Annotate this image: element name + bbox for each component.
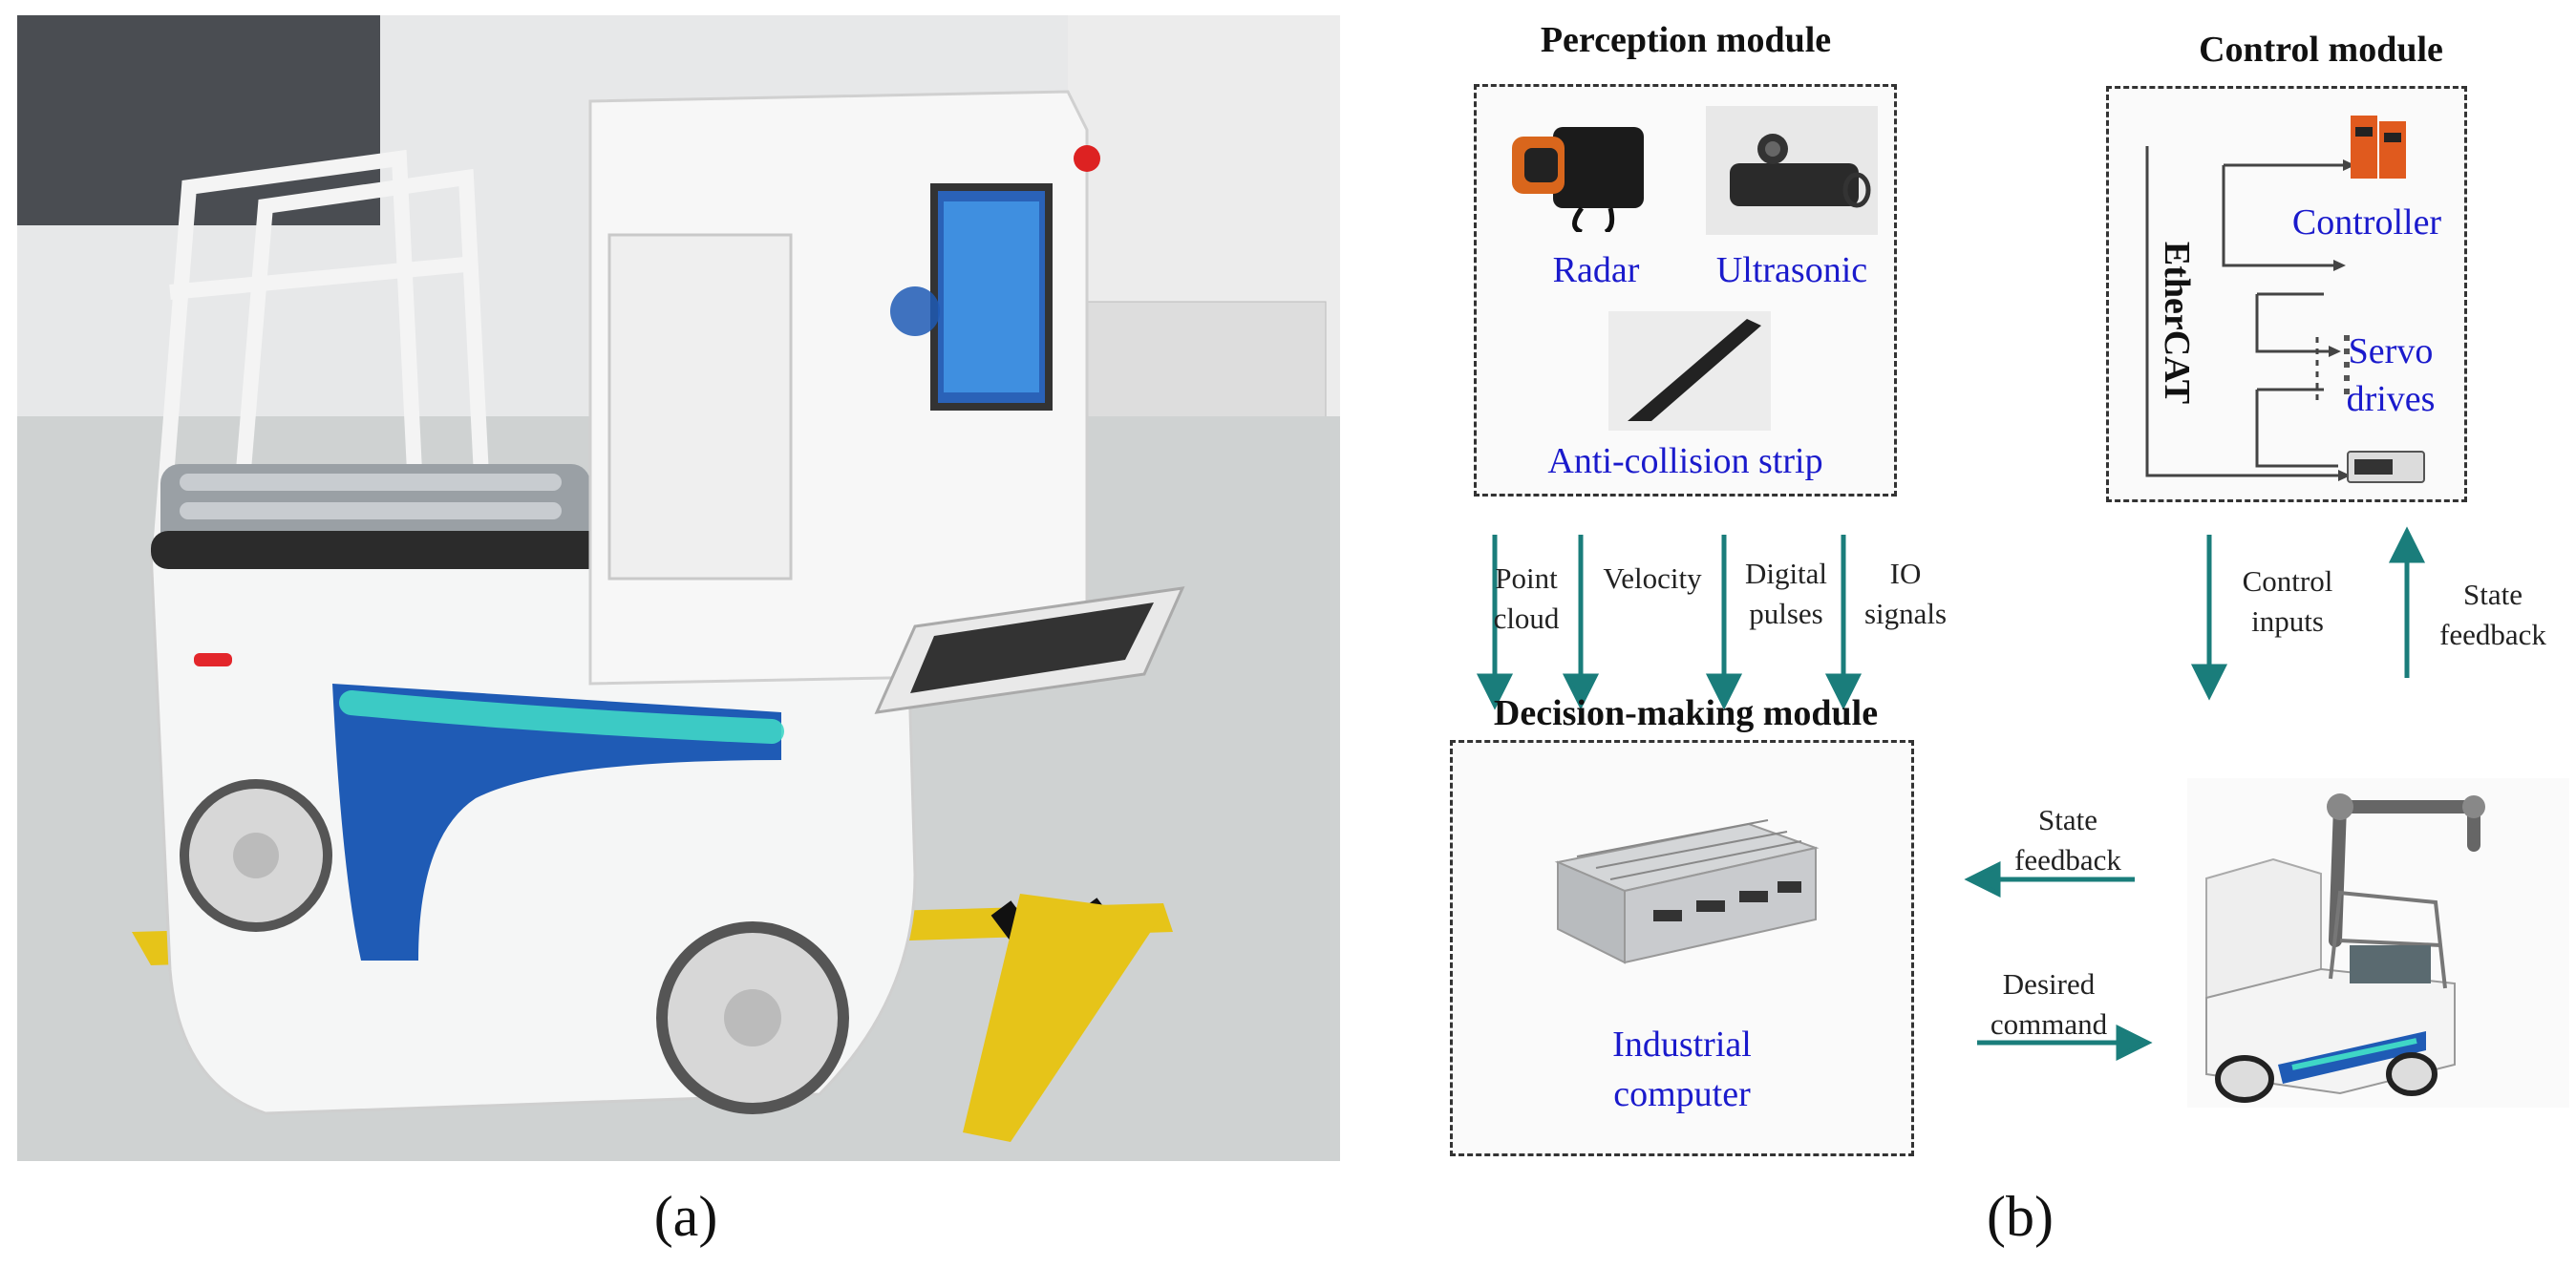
control-module-title: Control module [2199, 30, 2443, 70]
radar-label: Radar [1552, 250, 1640, 290]
digital-line1: Digital [1744, 557, 1828, 590]
state-feedback-up-line2: feedback [2439, 618, 2546, 651]
decision-module-box: Industrial computer [1450, 740, 1914, 1156]
ultrasonic-sensor-icon [1706, 106, 1878, 235]
control-inputs-line2: inputs [2251, 604, 2324, 638]
control-inputs-line1: Control [2242, 564, 2333, 598]
control-module-box: EtherCAT Controller Servo drives [2106, 86, 2467, 502]
anti-collision-strip-icon [1608, 311, 1771, 431]
anti-collision-strip-label: Anti-collision strip [1547, 441, 1823, 481]
point-cloud-label: Point cloud [1469, 559, 1584, 639]
decision-module-title: Decision-making module [1493, 693, 1879, 733]
controller-label: Controller [2291, 202, 2442, 243]
servo-label-line2: drives [2346, 379, 2436, 419]
ultrasonic-label: Ultrasonic [1715, 250, 1868, 290]
industrial-computer-icon [1554, 819, 1820, 964]
desired-line1: Desired [2002, 967, 2096, 1001]
state-feedback-up-label: State feedback [2426, 575, 2560, 655]
industrial-computer-label: Industrial computer [1453, 1020, 1911, 1119]
robot-photo-illustration [17, 15, 1340, 1161]
radar-icon [1512, 127, 1644, 232]
digital-line2: pulses [1749, 597, 1823, 630]
control-inputs-label: Control inputs [2221, 561, 2354, 642]
servo-drive-icon [2347, 451, 2425, 483]
perception-module-title: Perception module [1540, 20, 1832, 60]
desired-line2: command [1990, 1007, 2108, 1041]
ethercat-bus-lines [2145, 146, 2355, 481]
servo-drives-label: Servo drives [2338, 328, 2443, 423]
caption-a: (a) [653, 1185, 718, 1248]
state-feedback-left-line1: State [2038, 803, 2097, 836]
perception-module-box: Radar Ultrasonic Anti-collision strip [1474, 84, 1897, 497]
signal-arrows [1476, 526, 2426, 1062]
point-cloud-line2: cloud [1493, 602, 1560, 635]
state-feedback-left-line2: feedback [2014, 843, 2121, 877]
state-feedback-left-label: State feedback [1996, 800, 2140, 880]
controller-icon [2351, 116, 2406, 179]
caption-b: (b) [1987, 1185, 2054, 1248]
io-signals-label: IO signals [1853, 554, 1958, 634]
io-line1: IO [1889, 557, 1922, 590]
ethercat-label: EtherCAT [2157, 241, 2197, 405]
computer-line1: Industrial [1612, 1025, 1752, 1065]
computer-line2: computer [1613, 1074, 1751, 1114]
state-feedback-up-line1: State [2463, 578, 2523, 611]
servo-label-line1: Servo [2348, 331, 2434, 371]
mobile-manipulator-icon [2187, 778, 2569, 1108]
digital-pulses-label: Digital pulses [1729, 554, 1843, 634]
point-cloud-line1: Point [1495, 561, 1558, 595]
ethercat-label-wrap: EtherCAT [2153, 211, 2201, 440]
io-line2: signals [1863, 597, 1948, 630]
desired-command-label: Desired command [1977, 964, 2120, 1045]
robot-photo [17, 15, 1340, 1161]
velocity-label: Velocity [1603, 561, 1702, 595]
